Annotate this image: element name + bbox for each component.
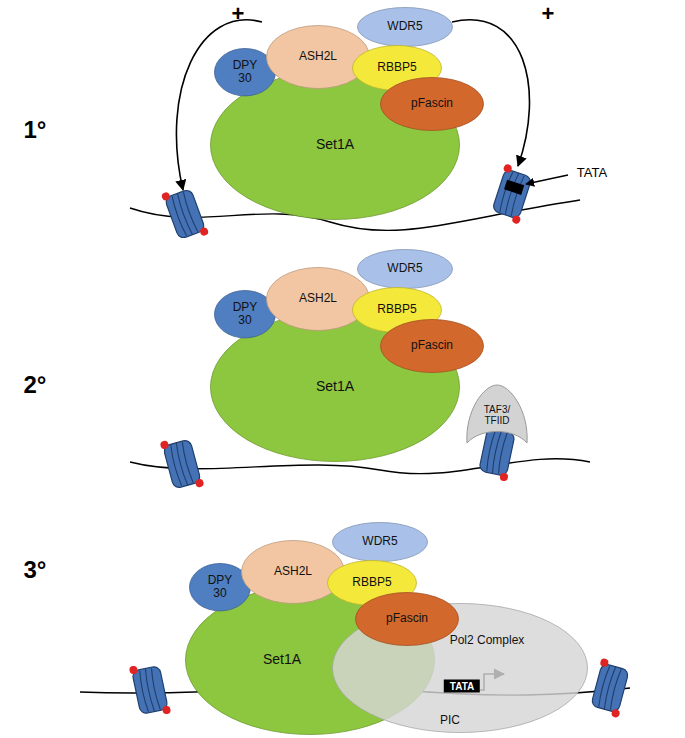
step-number: 3° (24, 556, 47, 584)
pfascin-subunit: pFascin (355, 592, 459, 646)
node-label: WDR5 (387, 20, 422, 33)
step-number: 2° (24, 371, 47, 399)
node-label: ASH2L (299, 292, 337, 305)
ash2l-subunit: ASH2L (241, 540, 345, 604)
node-label: Pol2 Complex (450, 634, 525, 647)
node-label: DPY 30 (230, 59, 260, 85)
wdr5-subunit: WDR5 (332, 522, 428, 562)
node-label: RBBP5 (377, 61, 416, 74)
node-label: pFascin (411, 97, 453, 110)
ash2l-subunit: ASH2L (266, 25, 370, 89)
node-label: WDR5 (362, 535, 397, 548)
nucleosome (161, 183, 210, 245)
nucleosome (488, 163, 535, 224)
activation-sign: + (232, 1, 245, 27)
tata-label: TATA (577, 165, 607, 180)
node-label: RBBP5 (352, 576, 391, 589)
leader-arrow (526, 175, 568, 184)
node-label: RBBP5 (377, 303, 416, 316)
activation-sign: + (542, 1, 555, 27)
node-label: DPY 30 (205, 574, 235, 600)
node-label: PIC (440, 714, 460, 727)
nucleosome (160, 434, 205, 494)
pfascin-subunit: pFascin (380, 319, 484, 373)
wdr5-subunit: WDR5 (357, 7, 453, 47)
pfascin-subunit: pFascin (380, 77, 484, 131)
node-label: WDR5 (387, 262, 422, 275)
step-number: 1° (24, 116, 47, 144)
tata-box: TATA (444, 680, 480, 693)
node-label: TAF3/ TFIID (477, 404, 517, 426)
nucleosome (588, 658, 633, 718)
wdr5-subunit: WDR5 (357, 249, 453, 289)
node-label: pFascin (411, 339, 453, 352)
node-label: DPY 30 (230, 301, 260, 327)
nucleosome (129, 660, 172, 719)
node-label: Set1A (263, 652, 301, 667)
node-label: Set1A (316, 379, 354, 394)
node-label: Set1A (316, 137, 354, 152)
node-label: pFascin (386, 612, 428, 625)
taf3-tfiid: TAF3/ TFIID (464, 383, 530, 445)
ash2l-subunit: ASH2L (266, 267, 370, 331)
node-label: ASH2L (274, 565, 312, 578)
node-label: ASH2L (299, 50, 337, 63)
